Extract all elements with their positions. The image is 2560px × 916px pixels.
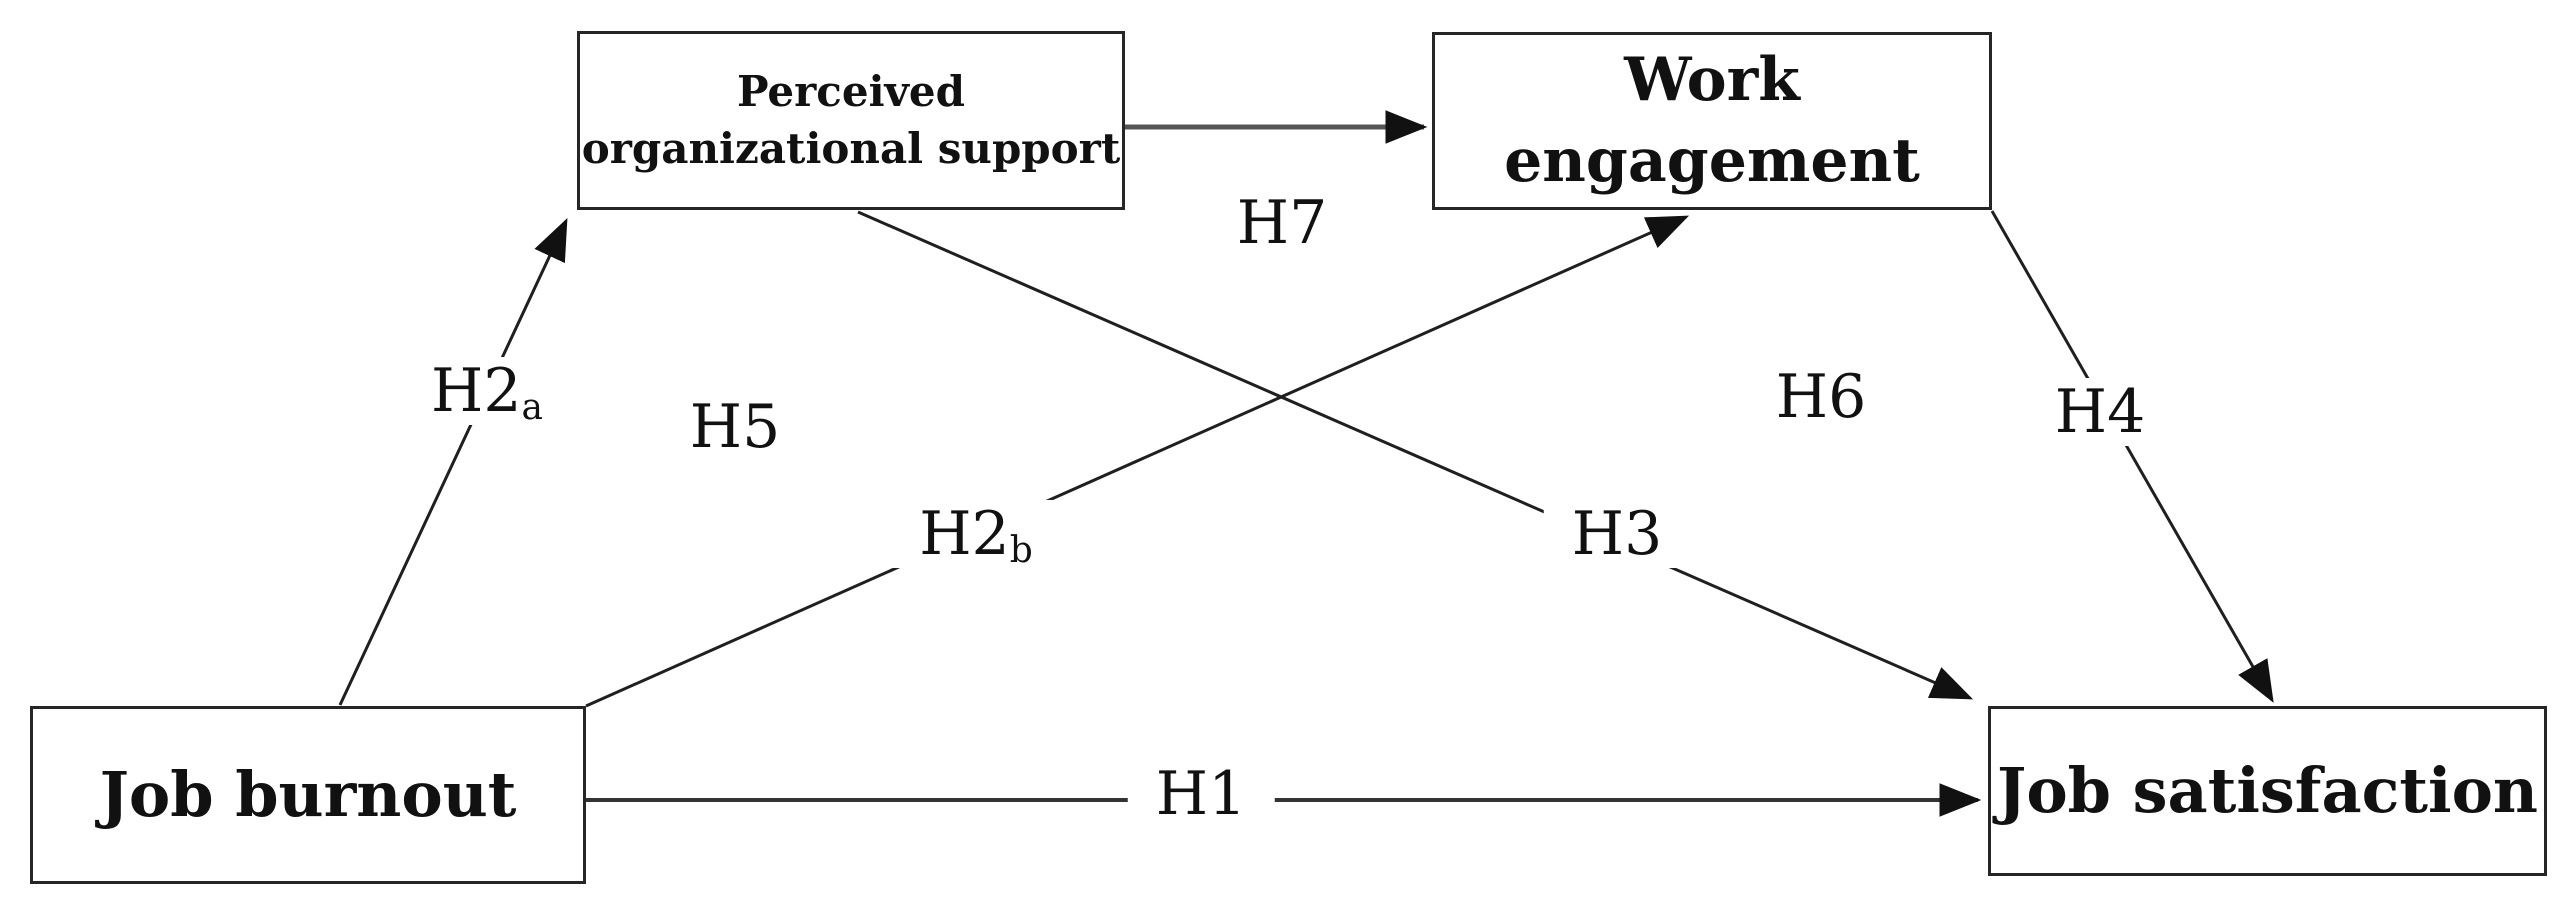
hypothesis-text: H2 xyxy=(919,499,1010,569)
node-box-work-engagement: Work engagement xyxy=(1432,32,1992,210)
hypothesis-text: H1 xyxy=(1155,759,1247,829)
hypothesis-text: H7 xyxy=(1236,188,1328,258)
hypothesis-label-h2b: H2b xyxy=(891,500,1061,568)
hypothesis-label-h5: H5 xyxy=(661,392,809,462)
node-label: Job burnout xyxy=(99,758,517,832)
hypothesis-label-h1: H1 xyxy=(1127,759,1275,829)
node-box-job-satisfaction: Job satisfaction xyxy=(1988,706,2547,876)
node-label: Work engagement xyxy=(1504,45,1920,196)
hypothesis-label-h2a: H2a xyxy=(403,357,571,425)
hypothesis-text: H2 xyxy=(431,356,522,426)
hypothesis-text: H6 xyxy=(1775,362,1867,432)
node-box-perceived-organizational-support: Perceived organizational support xyxy=(577,31,1125,210)
arrow-h2b xyxy=(585,215,1690,708)
hypothesis-label-h7: H7 xyxy=(1208,188,1356,258)
hypothesis-text: H5 xyxy=(689,392,781,462)
hypothesis-subscript: b xyxy=(1009,529,1033,571)
node-box-job-burnout: Job burnout xyxy=(30,706,586,884)
hypothesis-label-h6: H6 xyxy=(1747,362,1895,432)
hypothesis-text: H4 xyxy=(2054,377,2146,447)
arrow-h2a xyxy=(338,217,568,706)
arrow-h4 xyxy=(1990,210,2274,703)
hypothesis-subscript: a xyxy=(521,386,543,428)
hypothesis-text: H3 xyxy=(1571,499,1663,569)
hypothesis-label-h3: H3 xyxy=(1543,499,1691,569)
node-label-line1: Perceived xyxy=(736,66,966,116)
node-label-line2: organizational support xyxy=(581,123,1121,173)
node-label: Job satisfaction xyxy=(1996,754,2539,828)
hypothesis-label-h4: H4 xyxy=(2026,377,2174,447)
arrow-h3 xyxy=(857,210,1974,700)
